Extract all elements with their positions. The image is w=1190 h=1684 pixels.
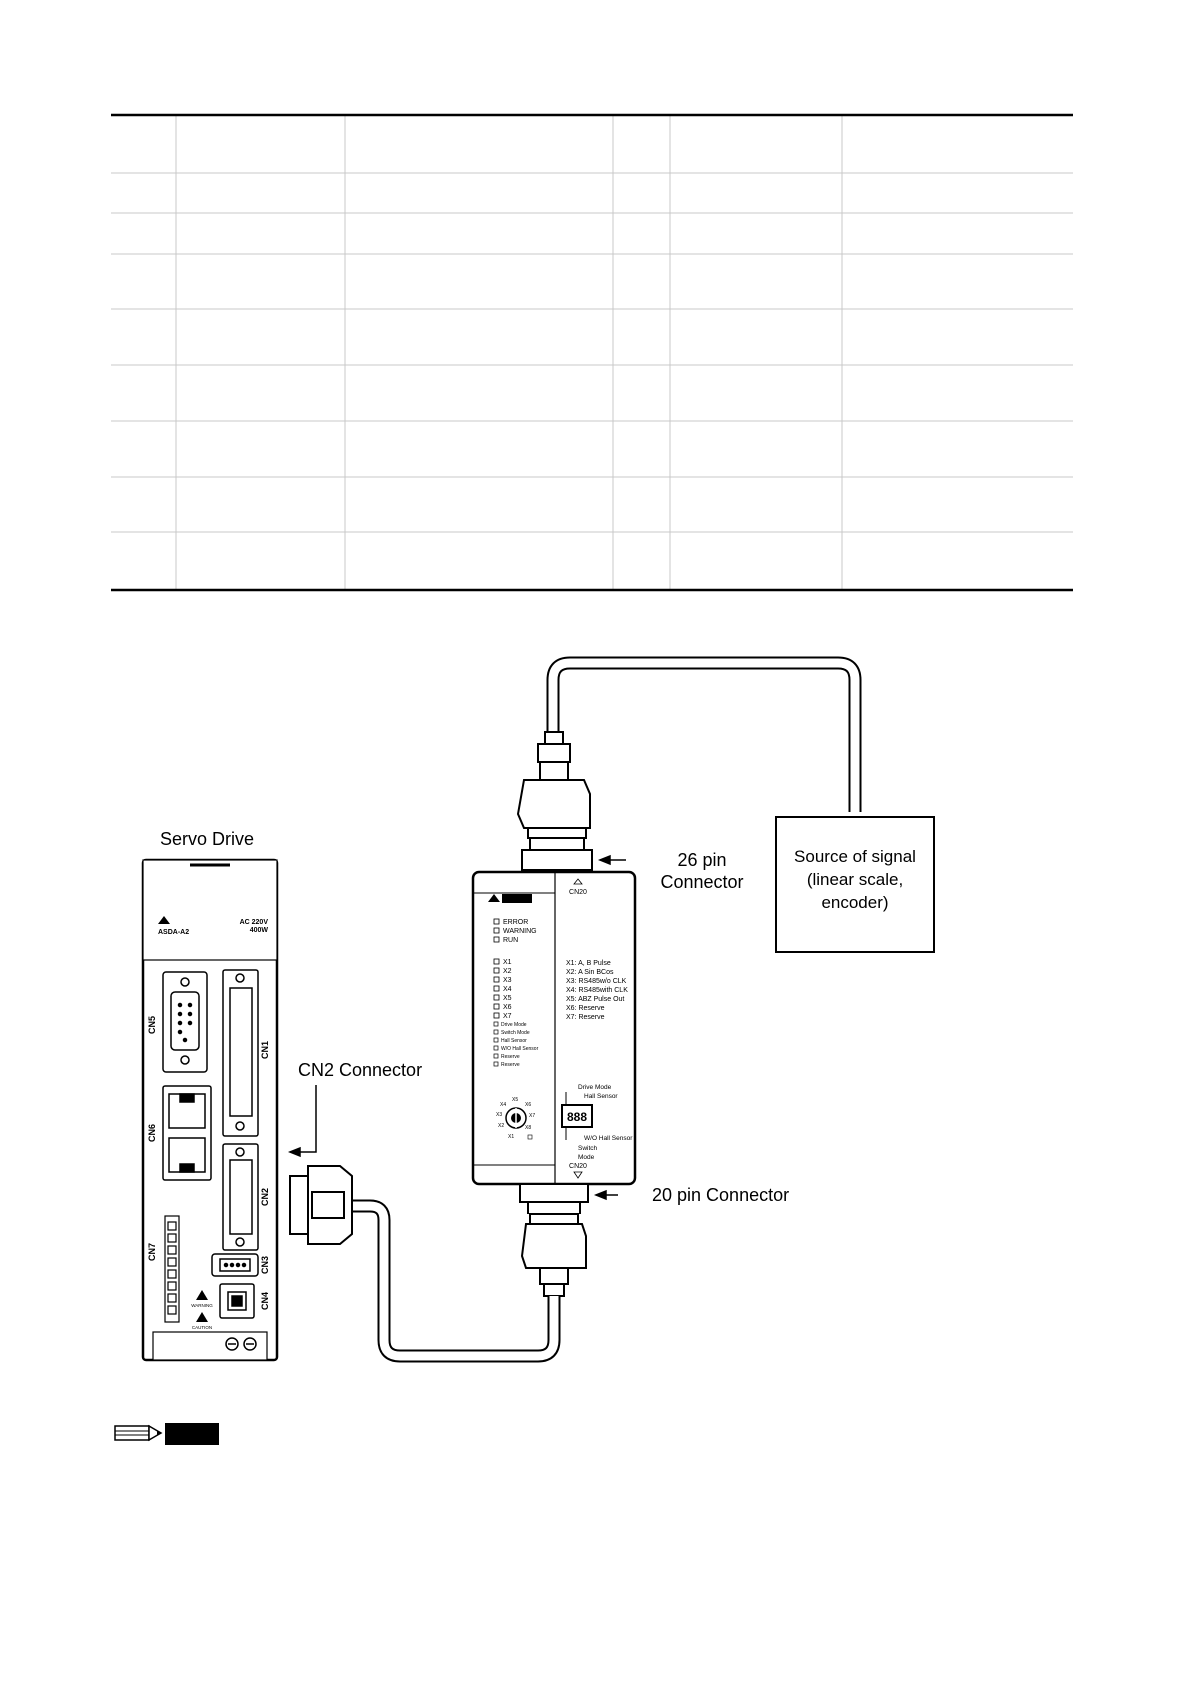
cn3-label: CN3 bbox=[260, 1256, 270, 1274]
led-reserve-2: Reserve bbox=[501, 1062, 520, 1068]
status-leds bbox=[493, 918, 500, 943]
warning-icon bbox=[196, 1290, 208, 1300]
signal-source-label-2: (linear scale, bbox=[807, 870, 903, 889]
drive-caution-label: CAUTION bbox=[192, 1325, 212, 1330]
delta-logo bbox=[502, 894, 532, 903]
switch-wo-hall-sensor: W/O Hall Sensor bbox=[584, 1135, 633, 1142]
legend-x1: X1: A, B Pulse bbox=[566, 960, 611, 967]
drive-rating-1: AC 220V bbox=[240, 919, 269, 926]
led-reserve-1: Reserve bbox=[501, 1054, 520, 1060]
note-tag bbox=[165, 1423, 219, 1445]
connection-diagram: Source of signal (linear scale, encoder)… bbox=[141, 656, 935, 1363]
port-top-label: CN20 bbox=[569, 889, 587, 896]
led-error: ERROR bbox=[503, 919, 528, 926]
drive-logo-icon bbox=[158, 916, 170, 924]
switch-mode-label-2: Mode bbox=[578, 1154, 595, 1161]
mode-leds bbox=[493, 1021, 499, 1067]
pin26-pointer bbox=[597, 854, 626, 866]
led-wo-hall-sensor: W/O Hall Sensor bbox=[501, 1046, 539, 1052]
spec-table bbox=[111, 113, 1073, 592]
rotary-x7: X7 bbox=[529, 1113, 535, 1119]
rotary-x5: X5 bbox=[512, 1097, 518, 1103]
cn2-pointer bbox=[287, 1085, 317, 1158]
rotary-marker bbox=[527, 1134, 533, 1140]
caution-icon bbox=[196, 1312, 208, 1322]
led-x1: X1 bbox=[503, 959, 512, 966]
plug-26-pin bbox=[516, 731, 593, 871]
rotary-x8: X8 bbox=[525, 1125, 531, 1131]
legend-x7: X7: Reserve bbox=[566, 1014, 605, 1021]
display-value: 888 bbox=[567, 1110, 587, 1124]
cn7-label: CN7 bbox=[147, 1243, 157, 1261]
signal-source-label-1: Source of signal bbox=[794, 847, 916, 866]
legend-x4: X4: RS485with CLK bbox=[566, 987, 628, 994]
drive-rating-2: 400W bbox=[250, 927, 269, 934]
cn2-label: CN2 bbox=[260, 1188, 270, 1206]
note-marker bbox=[114, 1420, 224, 1446]
port-top-arrow-icon bbox=[573, 878, 583, 885]
rotary-selector-icon[interactable] bbox=[505, 1107, 527, 1129]
terminal-screws bbox=[225, 1337, 257, 1351]
led-x6: X6 bbox=[503, 1004, 512, 1011]
signal-source-box bbox=[775, 816, 935, 953]
led-x3: X3 bbox=[503, 977, 512, 984]
led-x4: X4 bbox=[503, 986, 512, 993]
led-x5: X5 bbox=[503, 995, 512, 1002]
table-grid bbox=[111, 115, 1073, 590]
legend-x5: X5: ABZ Pulse Out bbox=[566, 996, 624, 1003]
signal-cable bbox=[546, 656, 862, 812]
cn6-label: CN6 bbox=[147, 1124, 157, 1142]
led-hall-sensor: Hall Sensor bbox=[501, 1038, 527, 1044]
switch-hall-sensor: Hall Sensor bbox=[584, 1093, 618, 1100]
cn3-port[interactable] bbox=[211, 1253, 259, 1277]
led-warning: WARNING bbox=[503, 928, 537, 935]
pencil-icon bbox=[114, 1424, 163, 1442]
signal-source-label-3: encoder) bbox=[821, 893, 888, 912]
cn2-plug bbox=[289, 1165, 353, 1245]
rotary-x6: X6 bbox=[525, 1102, 531, 1108]
seven-segment-display bbox=[561, 1104, 593, 1128]
legend-x2: X2: A Sin BCos bbox=[566, 969, 614, 976]
led-x7: X7 bbox=[503, 1013, 512, 1020]
led-drive-mode: Drive Mode bbox=[501, 1022, 527, 1028]
drive-model: ASDA-A2 bbox=[158, 929, 189, 936]
rotary-x3: X3 bbox=[496, 1112, 502, 1118]
drive-warning-label: WARNING bbox=[191, 1303, 213, 1308]
led-switch-mode: Switch Mode bbox=[501, 1030, 530, 1036]
interface-module bbox=[471, 870, 637, 1186]
cn2-port[interactable] bbox=[222, 1143, 259, 1251]
legend-x3: X3: RS485w/o CLK bbox=[566, 978, 627, 985]
port-bottom-arrow-icon bbox=[573, 1171, 583, 1179]
cn1-port[interactable] bbox=[222, 969, 259, 1137]
switch-mode-label-1: Switch bbox=[578, 1145, 598, 1152]
legend-x6: X6: Reserve bbox=[566, 1005, 605, 1012]
switch-drive-mode: Drive Mode bbox=[578, 1084, 612, 1091]
cn2-connector-label: CN2 Connector bbox=[298, 1060, 422, 1080]
cn4-label: CN4 bbox=[260, 1292, 270, 1310]
pin26-label-2: Connector bbox=[660, 872, 743, 892]
led-run: RUN bbox=[503, 937, 518, 944]
cn5-label: CN5 bbox=[147, 1016, 157, 1034]
pin20-pointer bbox=[593, 1189, 618, 1201]
rotary-x2: X2 bbox=[498, 1123, 504, 1129]
cn6-port[interactable] bbox=[162, 1085, 212, 1181]
port-bottom-label: CN20 bbox=[569, 1163, 587, 1170]
led-x2: X2 bbox=[503, 968, 512, 975]
cn5-port[interactable] bbox=[162, 971, 208, 1073]
cn4-port[interactable] bbox=[219, 1283, 255, 1319]
channel-leds bbox=[493, 958, 500, 1019]
plug-20-pin bbox=[519, 1183, 589, 1297]
cn1-label: CN1 bbox=[260, 1041, 270, 1059]
rotary-x1: X1 bbox=[508, 1134, 514, 1140]
cn7-port[interactable] bbox=[164, 1215, 180, 1323]
pin20-label: 20 pin Connector bbox=[652, 1185, 789, 1205]
servo-drive-label: Servo Drive bbox=[160, 829, 254, 849]
rotary-x4: X4 bbox=[500, 1102, 506, 1108]
pin26-label-1: 26 pin bbox=[677, 850, 726, 870]
